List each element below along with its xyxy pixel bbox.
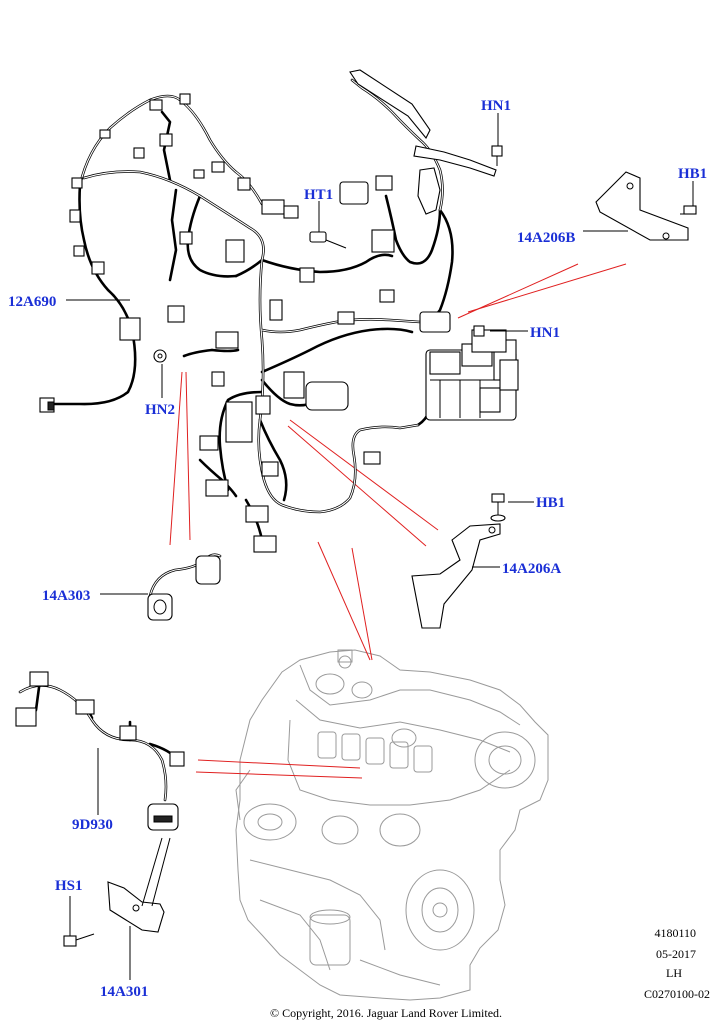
info-number: 4180110 xyxy=(654,926,696,940)
engine-block xyxy=(235,649,549,1001)
bracket-14a206b xyxy=(595,171,689,241)
callout-12a690: 12A690 xyxy=(8,294,56,310)
callout-hb1-mid: HB1 xyxy=(536,495,565,511)
fuse-box xyxy=(425,329,519,421)
callout-9d930: 9D930 xyxy=(72,817,113,833)
harness-12a690 xyxy=(39,69,519,553)
callout-ht1: HT1 xyxy=(304,187,333,203)
fastener-hb1-mid xyxy=(490,493,506,522)
callout-14a206a: 14A206A xyxy=(502,561,561,577)
callout-hn1-mid: HN1 xyxy=(530,325,560,341)
callout-14a206b: 14A206B xyxy=(517,230,575,246)
fastener-hn2 xyxy=(153,349,167,363)
harness-14a303 xyxy=(147,553,222,621)
callout-hn1-top: HN1 xyxy=(481,98,511,114)
harness-9d930 xyxy=(15,671,185,933)
fastener-hn1-top xyxy=(491,145,503,166)
callout-hb1-top: HB1 xyxy=(678,166,707,182)
fastener-hn1-mid xyxy=(473,325,485,337)
fastener-hb1-top xyxy=(680,205,697,215)
info-date: 05-2017 xyxy=(656,947,696,961)
guide-lines xyxy=(169,263,627,779)
bracket-14a206a xyxy=(411,523,501,629)
copyright-text: © Copyright, 2016. Jaguar Land Rover Lim… xyxy=(270,1006,502,1020)
callout-hs1: HS1 xyxy=(55,878,83,894)
info-side: LH xyxy=(666,966,682,980)
fastener-hs1 xyxy=(63,933,95,947)
callout-hn2: HN2 xyxy=(145,402,175,418)
callout-14a301: 14A301 xyxy=(100,984,148,1000)
callout-14a303: 14A303 xyxy=(42,588,90,604)
leader-lines xyxy=(66,113,694,980)
info-ref: C0270100-02 xyxy=(644,987,710,1001)
fastener-ht1 xyxy=(309,231,347,249)
